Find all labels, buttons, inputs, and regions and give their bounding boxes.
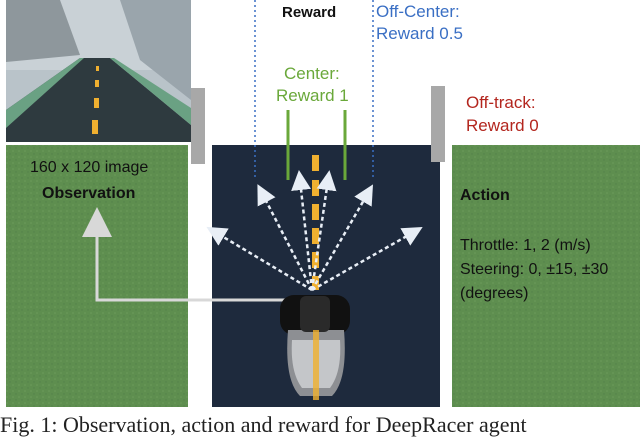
right-post <box>431 86 445 162</box>
offcenter-label-line1: Off-Center: <box>376 2 460 21</box>
steering-arrows <box>206 170 423 292</box>
camera-image <box>6 0 191 142</box>
action-throttle: Throttle: 1, 2 (m/s) <box>460 237 591 254</box>
offtrack-label-line2: Reward 0 <box>466 116 539 135</box>
action-steering: Steering: 0, ±15, ±30 <box>460 261 609 278</box>
action-title: Action <box>460 187 510 204</box>
reward-title: Reward <box>282 4 337 21</box>
center-label-line2: Reward 1 <box>276 86 349 105</box>
figure-caption: Fig. 1: Observation, action and reward f… <box>0 412 527 437</box>
observation-title: Observation <box>42 185 136 202</box>
car-icon <box>280 295 350 400</box>
left-post <box>191 88 205 164</box>
center-label-line1: Center: <box>284 64 340 83</box>
observation-size-text: 160 x 120 image <box>30 159 149 176</box>
observation-arrow <box>82 207 300 302</box>
offtrack-label-line1: Off-track: <box>466 93 536 112</box>
offcenter-label-line2: Reward 0.5 <box>376 24 463 43</box>
action-panel <box>452 145 640 407</box>
action-units: (degrees) <box>460 285 529 302</box>
